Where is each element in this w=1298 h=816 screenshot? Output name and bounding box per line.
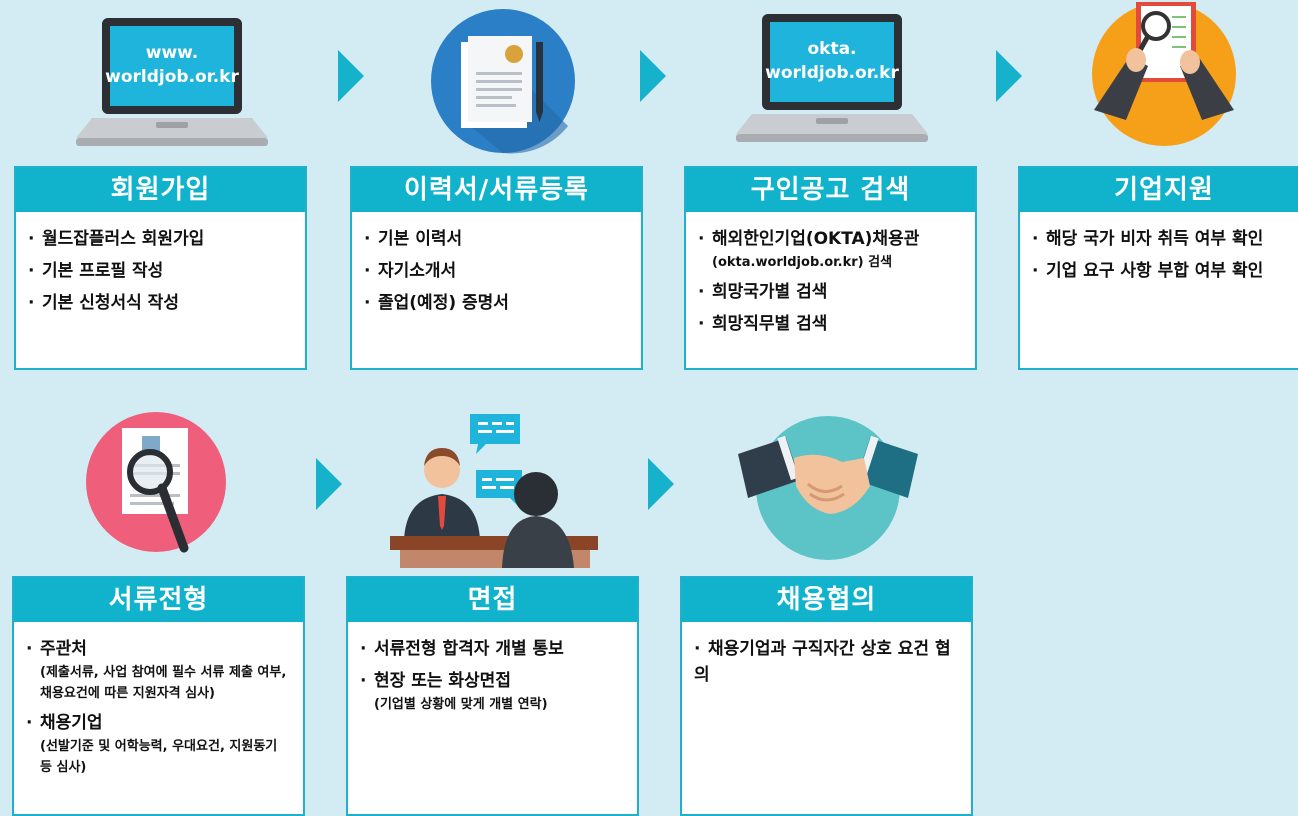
step-item: ·해외한인기업(OKTA)채용관(okta.worldjob.or.kr) 검색: [698, 226, 963, 273]
step-item: ·기본 프로필 작성: [28, 258, 293, 284]
interview-icon: [390, 414, 598, 568]
step-item: ·희망직무별 검색: [698, 311, 963, 337]
flow-arrow-icon: [648, 458, 674, 510]
bullet: ·: [698, 282, 705, 302]
handshake-icon: [738, 416, 918, 560]
step-card: 서류전형 ·주관처(제출서류, 사업 참여에 필수 서류 제출 여부, 채용요건…: [12, 576, 305, 816]
step-item-detail: (기업별 상황에 맞게 개별 연락): [374, 697, 548, 712]
contract-review-icon: [1092, 2, 1236, 146]
screen-line-2: worldjob.or.kr: [765, 63, 899, 83]
bullet: ·: [694, 639, 701, 659]
bullet: ·: [28, 229, 35, 249]
step-title: 채용협의: [682, 578, 971, 622]
step-item: ·기본 신청서식 작성: [28, 290, 293, 316]
bullet: ·: [360, 639, 367, 659]
step-item: ·기업 요구 사항 부합 여부 확인: [1032, 258, 1296, 284]
document-icon: [431, 9, 575, 154]
flow-arrow-icon: [338, 50, 364, 102]
step-item: ·월드잡플러스 회원가입: [28, 226, 293, 252]
step-item: ·채용기업과 구직자간 상호 요건 협의: [694, 636, 959, 688]
step-title: 면접: [348, 578, 637, 622]
laptop-icon: www. worldjob.or.kr: [76, 18, 268, 146]
laptop-icon: okta. worldjob.or.kr: [736, 14, 928, 142]
step-item: ·현장 또는 화상면접(기업별 상황에 맞게 개별 연락): [360, 668, 625, 715]
step-card: 회원가입 ·월드잡플러스 회원가입 ·기본 프로필 작성 ·기본 신청서식 작성: [14, 166, 307, 370]
bullet: ·: [28, 293, 35, 313]
bullet: ·: [360, 671, 367, 691]
step-item-detail: (okta.worldjob.or.kr) 검색: [712, 255, 893, 270]
bullet: ·: [364, 293, 371, 313]
step-title: 이력서/서류등록: [352, 168, 641, 212]
step-item: ·졸업(예정) 증명서: [364, 290, 629, 316]
bullet: ·: [698, 314, 705, 334]
step-title: 기업지원: [1020, 168, 1298, 212]
bullet: ·: [698, 229, 705, 249]
flow-arrow-icon: [640, 50, 666, 102]
bullet: ·: [26, 639, 33, 659]
step-title: 구인공고 검색: [686, 168, 975, 212]
bullet: ·: [364, 229, 371, 249]
step-item-detail: (선발기준 및 어학능력, 우대요건, 지원동기 등 심사): [40, 739, 278, 775]
screen-line-1: www.: [146, 43, 199, 63]
step-title: 서류전형: [14, 578, 303, 622]
step-item: ·해당 국가 비자 취득 여부 확인: [1032, 226, 1296, 252]
step-title: 회원가입: [16, 168, 305, 212]
flow-arrow-icon: [996, 50, 1022, 102]
step-card: 이력서/서류등록 ·기본 이력서 ·자기소개서 ·졸업(예정) 증명서: [350, 166, 643, 370]
step-card: 채용협의 ·채용기업과 구직자간 상호 요건 협의: [680, 576, 973, 816]
step-item: ·희망국가별 검색: [698, 279, 963, 305]
step-card: 기업지원 ·해당 국가 비자 취득 여부 확인 ·기업 요구 사항 부합 여부 …: [1018, 166, 1298, 370]
bullet: ·: [1032, 229, 1039, 249]
bullet: ·: [1032, 261, 1039, 281]
step-item: ·기본 이력서: [364, 226, 629, 252]
step-item: ·서류전형 합격자 개별 통보: [360, 636, 625, 662]
screen-line-1: okta.: [807, 39, 856, 59]
flow-arrow-icon: [316, 458, 342, 510]
step-card: 면접 ·서류전형 합격자 개별 통보 ·현장 또는 화상면접(기업별 상황에 맞…: [346, 576, 639, 816]
step-item: ·주관처(제출서류, 사업 참여에 필수 서류 제출 여부, 채용요건에 따른 …: [26, 636, 291, 704]
step-card: 구인공고 검색 ·해외한인기업(OKTA)채용관(okta.worldjob.o…: [684, 166, 977, 370]
step-item-detail: (제출서류, 사업 참여에 필수 서류 제출 여부, 채용요건에 따른 지원자격…: [40, 665, 287, 701]
screen-line-2: worldjob.or.kr: [105, 67, 239, 87]
step-item: ·채용기업(선발기준 및 어학능력, 우대요건, 지원동기 등 심사): [26, 710, 291, 778]
step-item: ·자기소개서: [364, 258, 629, 284]
bullet: ·: [364, 261, 371, 281]
bullet: ·: [26, 713, 33, 733]
resume-magnifier-icon: [86, 412, 226, 553]
bullet: ·: [28, 261, 35, 281]
